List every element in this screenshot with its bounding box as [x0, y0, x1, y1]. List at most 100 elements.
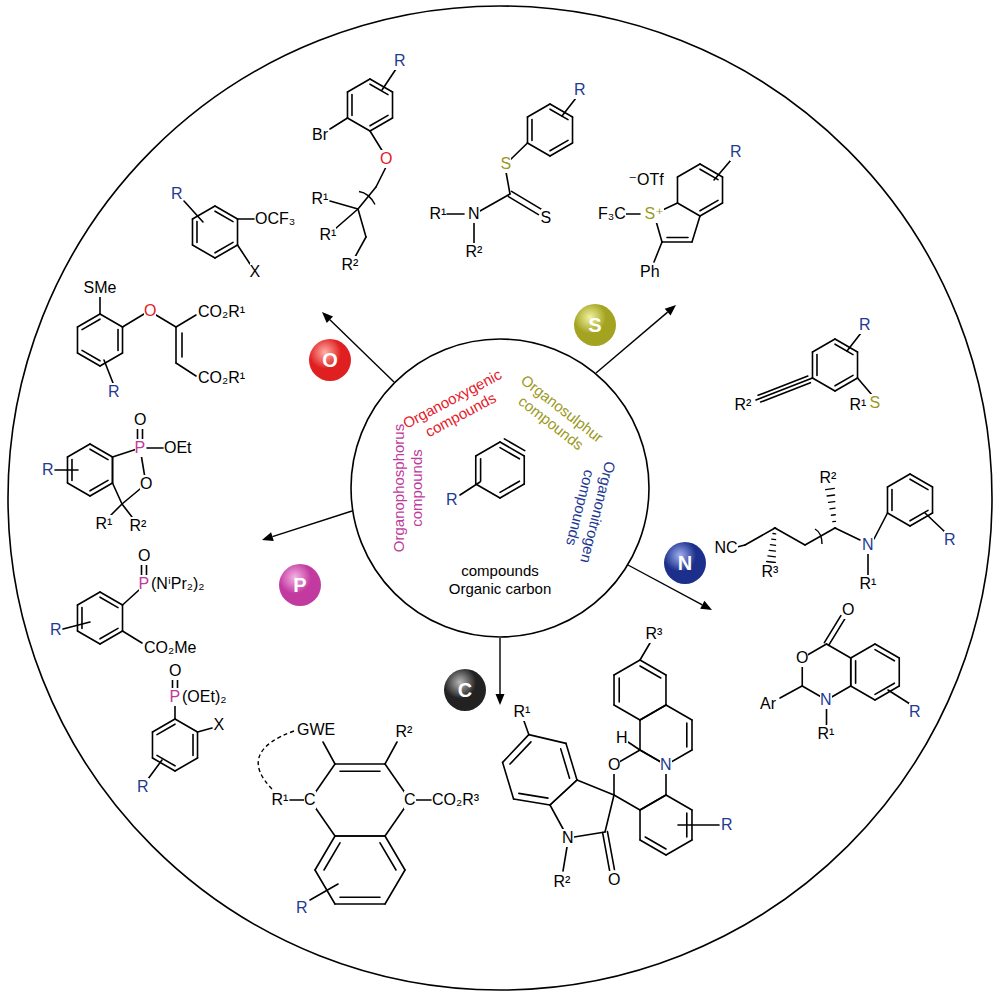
- chain-bracket: [359, 192, 375, 205]
- bond-line: [175, 327, 177, 363]
- bond-line: [358, 187, 376, 209]
- atom-label: CO₂R¹: [198, 369, 245, 387]
- bond-line: [112, 457, 114, 483]
- bond-line: [607, 832, 614, 870]
- arrow-head: [665, 305, 676, 316]
- atom-label: R²: [396, 723, 413, 741]
- bond-line: [614, 705, 640, 720]
- bond-line: [577, 780, 614, 795]
- bond-line: [769, 550, 775, 552]
- bond-line: [510, 742, 531, 764]
- atom-label: CO₂Me: [144, 639, 196, 657]
- bond-line: [932, 487, 934, 513]
- bond-line: [662, 241, 692, 243]
- bond-line: [238, 245, 251, 264]
- bond-line: [722, 177, 724, 203]
- atom-label: R: [50, 621, 62, 639]
- outer-circle: [8, 6, 992, 990]
- bond-line: [215, 242, 233, 252]
- atom-label: ⁻OTf: [629, 171, 664, 189]
- atom-label: O: [380, 150, 392, 168]
- bond-line: [691, 720, 693, 750]
- bond-line: [874, 513, 888, 539]
- dashed-ring-closure: [258, 731, 294, 789]
- bond-line: [192, 245, 215, 258]
- bond-line: [506, 172, 510, 194]
- bond-line: [761, 383, 811, 402]
- bond-line: [335, 903, 385, 905]
- atom-label: R³: [762, 563, 779, 581]
- bond-line: [237, 219, 239, 245]
- atom-label: R: [42, 461, 54, 479]
- bond-line: [382, 69, 396, 90]
- circle-border: [351, 339, 649, 637]
- bond-line: [358, 209, 366, 237]
- atom-label: Ar: [760, 695, 776, 713]
- bond-line: [380, 843, 396, 870]
- bond-line: [666, 705, 692, 720]
- atom-label: S: [501, 155, 512, 173]
- bond-line: [686, 723, 688, 747]
- ball-letter: P: [278, 563, 322, 607]
- bond-line: [667, 237, 688, 239]
- bond-line: [112, 457, 114, 483]
- bond-line: [780, 686, 802, 698]
- bond-line: [355, 237, 366, 257]
- bond-line: [572, 117, 574, 143]
- atom-label: O: [842, 601, 854, 619]
- bond-line: [888, 690, 910, 704]
- atom-label: R: [859, 316, 871, 334]
- category-label: Organophosphorus compounds: [390, 418, 426, 558]
- bond-line: [310, 884, 338, 900]
- bond-line: [504, 439, 524, 451]
- atom-label: R¹: [320, 226, 337, 244]
- bond-line: [639, 720, 641, 750]
- bond-line: [175, 719, 198, 732]
- atom-label: OCF₃: [255, 210, 295, 228]
- bond-line: [324, 843, 340, 870]
- atom-label: H: [616, 729, 628, 747]
- bond-line: [82, 319, 100, 329]
- bond-line: [238, 218, 255, 220]
- bond-line: [514, 799, 550, 805]
- bond-line: [117, 330, 119, 351]
- bond-line: [826, 709, 828, 725]
- bond-line: [758, 376, 808, 395]
- atom-label: P: [135, 439, 146, 457]
- ball-circle: [309, 339, 351, 381]
- bond-line: [197, 732, 199, 758]
- bond-line: [529, 735, 566, 744]
- bond-line: [665, 675, 667, 705]
- atom-label: R: [909, 703, 921, 721]
- bond-line: [562, 98, 576, 116]
- bond-line: [858, 378, 873, 395]
- atom-label: NC: [715, 539, 738, 557]
- bond-line: [500, 448, 519, 459]
- bond-line: [700, 200, 718, 210]
- bond-line: [851, 686, 875, 700]
- bond-line: [123, 590, 140, 605]
- bond-line: [123, 314, 145, 327]
- atom-label: CO₂R³: [432, 791, 479, 809]
- bond-line: [618, 678, 620, 702]
- bond-line: [910, 479, 928, 489]
- bond-line: [867, 554, 869, 575]
- bond-line: [137, 429, 139, 439]
- bond-line: [416, 799, 431, 801]
- bond-line: [745, 528, 775, 545]
- bond-line: [99, 297, 101, 314]
- bond-line: [527, 143, 550, 156]
- arrow-head: [700, 601, 712, 610]
- atom-label: O: [144, 302, 156, 320]
- atom-label: R: [394, 52, 406, 70]
- atom-label: R¹: [860, 575, 877, 593]
- ball-circle: [444, 669, 486, 711]
- bond-line: [290, 799, 304, 801]
- bond-line: [503, 762, 514, 799]
- bond-line: [519, 793, 548, 798]
- bond-line: [614, 660, 640, 675]
- ball-letter: O: [308, 338, 352, 382]
- bond-line: [692, 216, 700, 242]
- bond-line: [531, 120, 533, 141]
- bond-line: [141, 565, 143, 575]
